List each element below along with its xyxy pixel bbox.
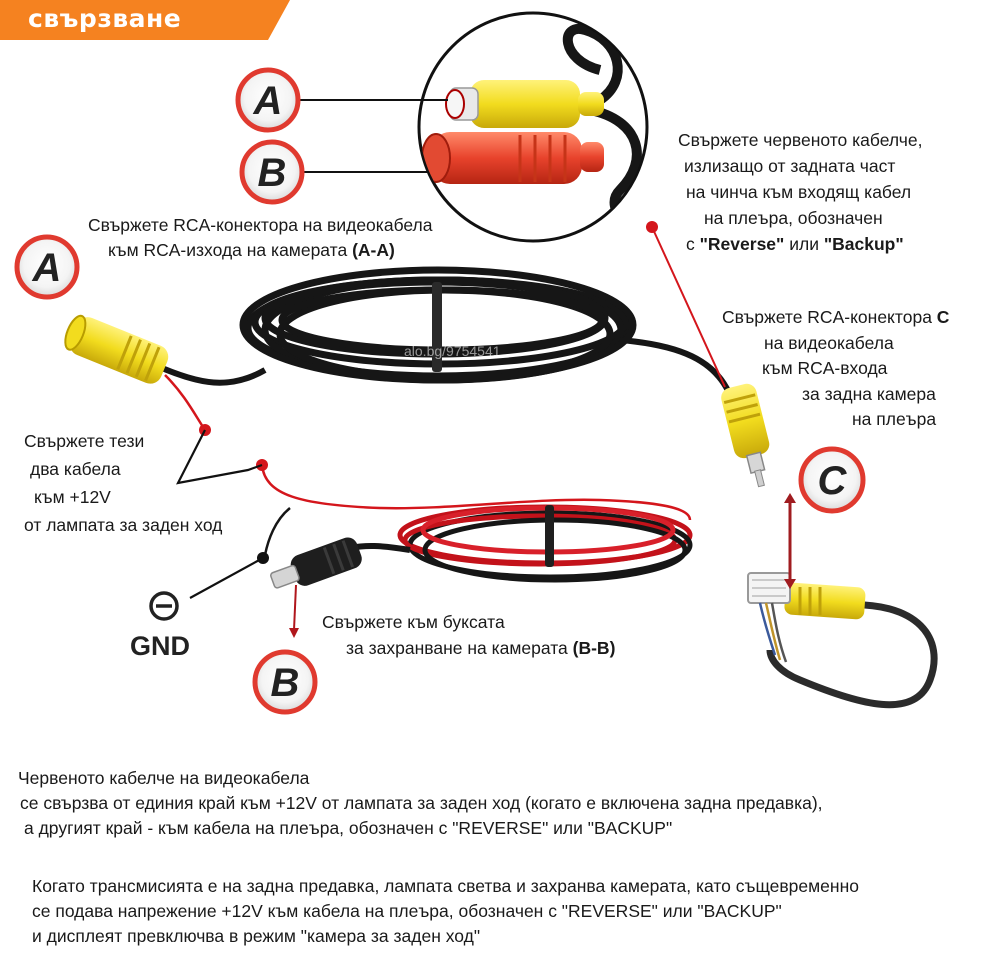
- instruction-red-wire-line4: на плеъра, обозначен: [704, 208, 883, 228]
- gnd-label: GND: [130, 631, 190, 661]
- instruction-red-wire-line2: излизащо от задната част: [684, 156, 896, 176]
- header-title: свързване: [28, 4, 182, 33]
- instruction-rca-c-line3: към RCA-входа: [762, 358, 888, 378]
- instruction-12v-line2: два кабела: [30, 459, 121, 479]
- note-red-wire-line3: а другият край - към кабела на плеъра, о…: [24, 818, 673, 838]
- rca-connector-c: [721, 383, 770, 488]
- instruction-12v-line3: към +12V: [34, 487, 111, 507]
- instruction-rca-a-ref: (A-A): [352, 240, 395, 260]
- note-red-wire: Червеното кабелче на видеокабела се свър…: [18, 766, 823, 841]
- instruction-power-ref: (B-B): [572, 638, 616, 658]
- zoom-red-power-connector: [421, 132, 604, 184]
- instruction-rca-a-line2: към RCA-изхода на камерата: [108, 240, 353, 260]
- instruction-rca-a: Свържете RCA-конектора на видеокабела къ…: [88, 213, 433, 263]
- instruction-12v-line1: Свържете тези: [24, 431, 145, 451]
- zoom-circle: [417, 11, 649, 243]
- badge-a-top: A: [235, 67, 301, 133]
- badge-c: C: [798, 446, 866, 514]
- svg-text:B: B: [258, 151, 287, 195]
- instruction-12v: Свържете тези два кабела към +12V от лам…: [24, 427, 222, 539]
- instruction-rca-c-line2: на видеокабела: [764, 332, 894, 353]
- pointer-line-gnd: [189, 557, 264, 599]
- note-red-wire-line1: Червеното кабелче на видеокабела: [18, 768, 310, 788]
- power-cable-tie: [545, 505, 554, 567]
- instruction-red-wire-line3: на чинча към входящ кабел: [686, 182, 912, 202]
- instruction-rca-c-line5: на плеъра: [852, 409, 937, 429]
- arrow-plug-to-b: [293, 584, 297, 631]
- badge-b-bottom: B: [252, 649, 318, 715]
- badge-b-top: B: [239, 139, 305, 205]
- svg-text:A: A: [32, 246, 62, 290]
- note-reverse-gear: Когато трансмисията е на задна предавка,…: [32, 874, 859, 949]
- ground-minus-icon: [149, 591, 179, 621]
- cable-lead-right: [619, 337, 733, 397]
- dc-power-plug-b: [270, 537, 362, 589]
- instruction-red-wire-line5-mid: или: [784, 234, 824, 254]
- instruction-power: Свържете към буксата за захранване на ка…: [322, 609, 615, 661]
- instruction-red-wire-line1: Свържете червеното кабелче,: [678, 130, 923, 150]
- cable-lead-left: [153, 362, 267, 386]
- svg-text:C: C: [818, 459, 848, 503]
- note-reverse-gear-line1: Когато трансмисията е на задна предавка,…: [32, 876, 859, 896]
- watermark: alo.bg/9754541: [404, 343, 501, 359]
- instruction-rca-c-line4: за задна камера: [802, 383, 936, 404]
- instruction-red-wire-line5-prefix: с: [686, 234, 700, 254]
- svg-text:A: A: [253, 79, 283, 123]
- note-red-wire-line2: се свързва от единия край към +12V от ла…: [20, 793, 823, 813]
- instruction-rca-c-line1: Свържете RCA-конектора: [722, 307, 937, 327]
- svg-text:B: B: [271, 661, 300, 705]
- note-reverse-gear-line2: се подава напрежение +12V към кабела на …: [32, 901, 782, 921]
- instruction-power-line2: за захранване на камерата: [346, 638, 573, 658]
- pointer-line-12v: [176, 429, 263, 485]
- cable-tie: [432, 282, 442, 372]
- badge-a-left: A: [14, 234, 80, 300]
- instruction-rca-c: Свържете RCA-конектора C на видеокабела …: [722, 305, 949, 433]
- header-banner: [0, 0, 290, 40]
- instruction-red-wire: Свържете червеното кабелче, излизащо от …: [678, 127, 922, 257]
- zoom-yellow-rca-connector: [445, 80, 604, 128]
- reverse-label: "Reverse": [699, 234, 785, 254]
- instruction-12v-line4: от лампата за заден ход: [24, 515, 223, 535]
- rca-connector-a: [64, 314, 169, 384]
- instruction-power-line1: Свържете към буксата: [322, 612, 505, 632]
- note-reverse-gear-line3: и дисплеят превключва в режим "камера за…: [32, 926, 481, 946]
- instruction-rca-c-ref: C: [936, 307, 950, 327]
- instruction-rca-a-line1: Свържете RCA-конектора на видеокабела: [88, 215, 433, 235]
- player-harness-connector: [747, 572, 938, 709]
- backup-label: "Backup": [823, 234, 904, 254]
- pointer-line-reverse: [651, 226, 726, 388]
